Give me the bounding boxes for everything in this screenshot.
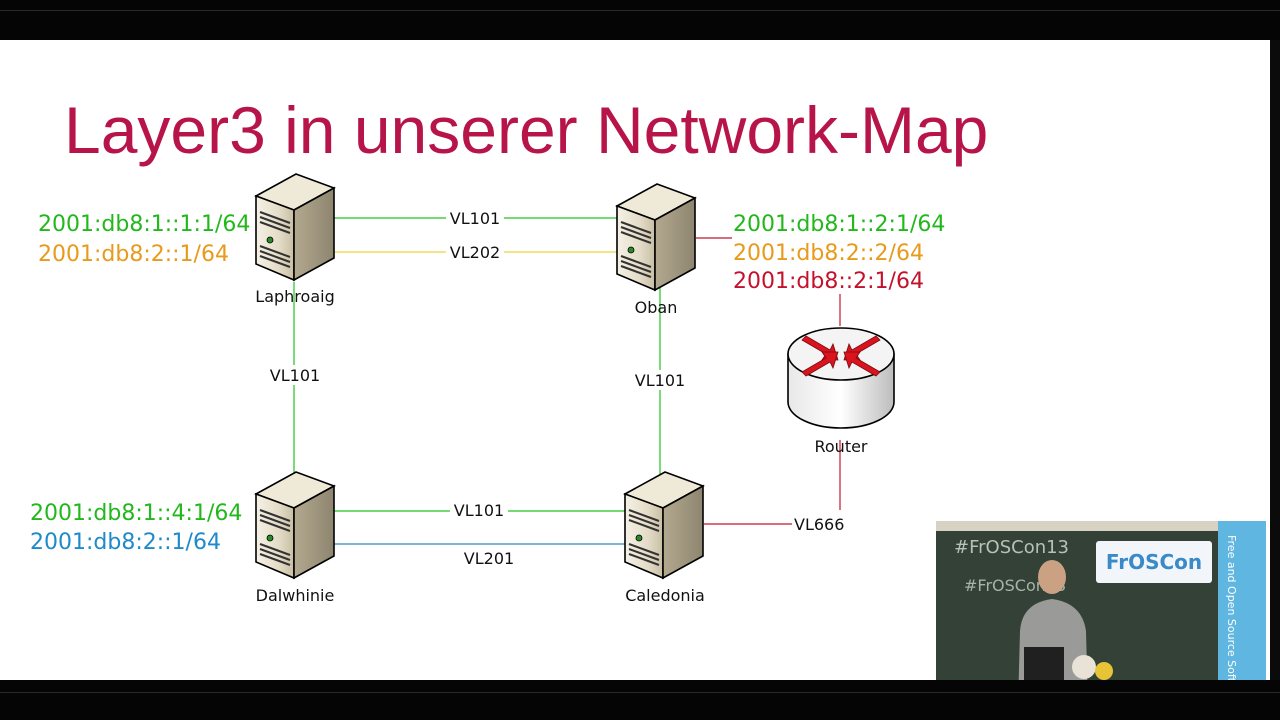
node-label-router: Router: [814, 437, 867, 456]
dalwhinie-address-1: 2001:db8:1::4:1/64: [30, 501, 242, 526]
vlan-label-vl201: VL201: [464, 549, 514, 568]
oban-address-1: 2001:db8:1::2:1/64: [733, 212, 945, 237]
vlan-label-vl101-bottom: VL101: [454, 501, 504, 520]
presentation-slide: Layer3 in unserer Network-Map: [0, 40, 1280, 680]
dalwhinie-address-2: 2001:db8:2::1/64: [30, 530, 221, 555]
oban-address-3: 2001:db8::2:1/64: [733, 269, 924, 294]
node-label-dalwhinie: Dalwhinie: [256, 586, 335, 605]
video-top-bar: [0, 0, 1280, 40]
laptop: [1024, 647, 1064, 680]
video-bottom-bar: [0, 680, 1280, 720]
router-icon: [787, 327, 895, 429]
server-oban-icon: [616, 183, 696, 291]
server-dalwhinie-icon: [255, 471, 335, 579]
chalkboard-text-1: #FrOSCon13: [954, 537, 1069, 558]
vlan-label-vl101-left: VL101: [270, 366, 320, 385]
conference-banner: Free and Open Source Software: [1225, 535, 1238, 680]
slide-title: Layer3 in unserer Network-Map: [64, 93, 989, 167]
node-label-laphroaig: Laphroaig: [255, 287, 334, 306]
network-diagram: VL101 VL202 VL101 VL101 VL101 VL201 VL66…: [30, 173, 950, 605]
vlan-label-vl101-right: VL101: [635, 371, 685, 390]
server-caledonia-icon: [624, 471, 704, 579]
svg-text:FrOSCon: FrOSCon: [1106, 550, 1202, 574]
oban-address-2: 2001:db8:2::2/64: [733, 241, 924, 266]
server-laphroaig-icon: [255, 173, 335, 281]
laphroaig-address-2: 2001:db8:2::1/64: [38, 242, 229, 267]
froscon-logo: [1096, 541, 1212, 583]
laphroaig-address-1: 2001:db8:1::1:1/64: [38, 212, 250, 237]
vlan-label-vl666: VL666: [794, 515, 844, 534]
node-label-caledonia: Caledonia: [625, 586, 705, 605]
vlan-label-vl101-top: VL101: [450, 209, 500, 228]
node-label-oban: Oban: [635, 298, 678, 317]
speaker-video-inset: Free and Open Source Software FrOSCon #F…: [936, 521, 1266, 680]
vlan-label-vl202: VL202: [450, 243, 500, 262]
